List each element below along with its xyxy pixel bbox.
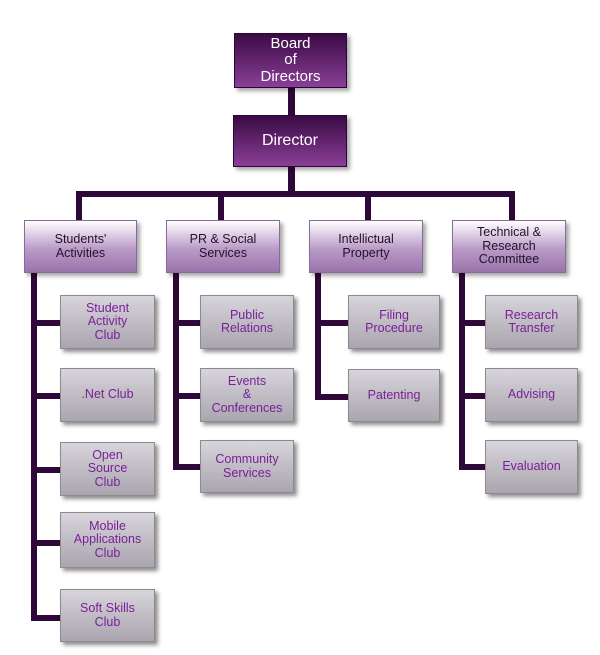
connector-spine-2 — [315, 272, 321, 400]
connector-bus — [76, 191, 515, 197]
director-box: Director — [233, 115, 347, 167]
connector-branch-3-2 — [459, 464, 486, 470]
connector-branch-0-4 — [31, 615, 60, 621]
connector-branch-0-3 — [31, 540, 60, 546]
unit-net-club: .Net Club — [60, 368, 155, 422]
unit-research-transfer: Research Transfer — [485, 295, 578, 349]
unit-soft-skills-club: Soft Skills Club — [60, 589, 155, 642]
connector-drop-dept-1 — [218, 191, 224, 221]
connector-branch-1-1 — [173, 393, 200, 399]
connector-branch-1-0 — [173, 320, 200, 326]
connector-branch-2-0 — [315, 320, 349, 326]
dept-pr-social-services: PR & Social Services — [166, 220, 280, 273]
unit-mobile-applications-club: Mobile Applications Club — [60, 512, 155, 568]
dept-technical-research-committee: Technical & Research Committee — [452, 220, 566, 273]
connector-branch-0-1 — [31, 393, 60, 399]
connector-drop-dept-2 — [365, 191, 371, 221]
dept-intellectual-property: Intellictual Property — [309, 220, 423, 273]
unit-evaluation: Evaluation — [485, 440, 578, 494]
unit-student-activity-club: Student Activity Club — [60, 295, 155, 349]
unit-events-conferences: Events & Conferences — [200, 368, 294, 422]
unit-community-services: Community Services — [200, 440, 294, 493]
dept-students-activities: Students' Activities — [24, 220, 137, 273]
connector-spine-3 — [459, 272, 465, 470]
unit-advising: Advising — [485, 368, 578, 422]
board-of-directors-box: Board of Directors — [234, 33, 347, 88]
connector-spine-1 — [173, 272, 179, 470]
connector-drop-dept-0 — [76, 191, 82, 221]
connector-spine-0 — [31, 272, 37, 621]
connector-branch-2-1 — [315, 394, 349, 400]
unit-open-source-club: Open Source Club — [60, 442, 155, 496]
connector-branch-0-2 — [31, 467, 60, 473]
connector-branch-1-2 — [173, 464, 200, 470]
unit-patenting: Patenting — [348, 369, 440, 422]
connector-board-director — [288, 87, 295, 115]
connector-branch-3-1 — [459, 393, 486, 399]
connector-drop-dept-3 — [509, 191, 515, 221]
connector-branch-3-0 — [459, 320, 486, 326]
unit-public-relations: Public Relations — [200, 295, 294, 349]
unit-filing-procedure: Filing Procedure — [348, 295, 440, 349]
connector-branch-0-0 — [31, 320, 60, 326]
connector-director-bus — [288, 167, 295, 194]
